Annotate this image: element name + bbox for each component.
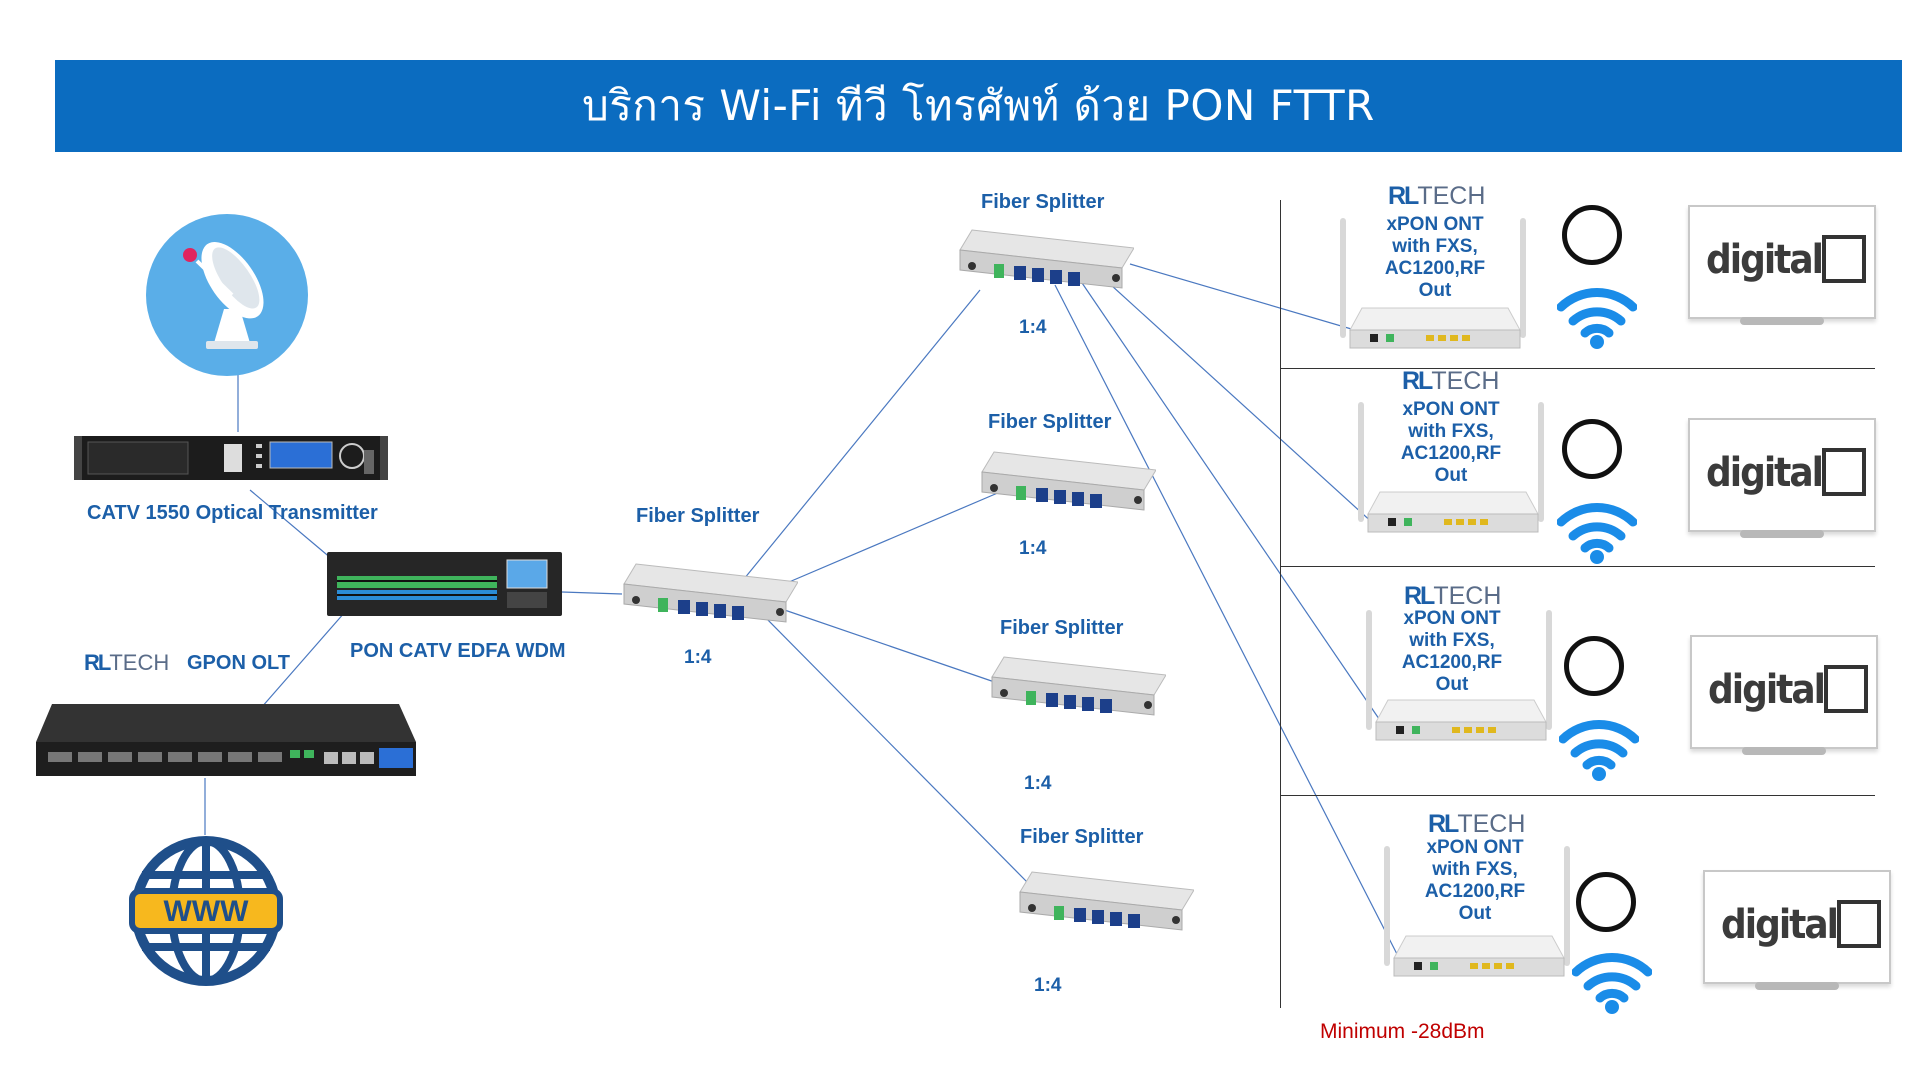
wire-splitter-third xyxy=(769,604,1013,689)
ont-panel-divider xyxy=(1280,200,1281,1008)
catv-transmitter-device xyxy=(74,436,388,480)
splitter-label: Fiber Splitter xyxy=(981,191,1105,213)
ont-router-device xyxy=(1340,218,1526,349)
www-globe-icon: WWW xyxy=(129,836,283,986)
wifi-icon xyxy=(1557,288,1637,349)
ont-brand: RLTECH xyxy=(1428,810,1526,838)
wire-top-ont1 xyxy=(1129,263,1366,334)
wire-top-ont4 xyxy=(1054,284,1401,961)
wire-splitter-second xyxy=(781,491,1001,586)
catv-transmitter-label: CATV 1550 Optical Transmitter xyxy=(87,502,378,524)
ont-brand: RLTECH xyxy=(1402,367,1500,395)
page-title: บริการ Wi-Fi ทีวี โทรศัพท์ ด้วย PON FTTR xyxy=(582,81,1375,130)
check-icon xyxy=(1822,448,1866,496)
edfa-label: PON CATV EDFA WDM xyxy=(350,640,566,662)
phone-icon xyxy=(1564,636,1624,696)
wire-top-ont2 xyxy=(1099,274,1376,526)
wifi-icon xyxy=(1559,720,1639,781)
ont-router-device xyxy=(1366,610,1552,741)
ont-row-divider xyxy=(1280,566,1875,567)
phone-icon xyxy=(1576,872,1636,932)
wire-splitter-top xyxy=(734,289,981,591)
minimum-power-note: Minimum -28dBm xyxy=(1320,1020,1485,1043)
check-icon xyxy=(1822,235,1866,283)
ont-brand: RLTECH xyxy=(1404,582,1502,610)
phone-icon xyxy=(1562,205,1622,265)
digital-tv: digital xyxy=(1688,205,1876,335)
www-text: WWW xyxy=(164,895,250,928)
digital-tv: digital xyxy=(1688,418,1876,548)
gpon-olt-device xyxy=(36,704,416,776)
title-banner: บริการ Wi-Fi ทีวี โทรศัพท์ ด้วย PON FTTR xyxy=(55,60,1902,152)
ont-router-device xyxy=(1384,846,1570,977)
digital-tv: digital xyxy=(1690,635,1878,765)
splitter-label: Fiber Splitter xyxy=(988,411,1112,433)
wire-edfa-splitter xyxy=(561,591,623,595)
splitter-ratio: 1:4 xyxy=(1034,975,1062,996)
tv-brand-text: digital xyxy=(1721,902,1839,948)
tv-brand-text: digital xyxy=(1708,667,1826,713)
fiber-splitter-device xyxy=(623,563,798,623)
splitter-label: Fiber Splitter xyxy=(1000,617,1124,639)
tv-brand-text: digital xyxy=(1706,450,1824,496)
splitter-ratio: 1:4 xyxy=(1019,317,1047,338)
check-icon xyxy=(1837,900,1881,948)
splitter-label: Fiber Splitter xyxy=(636,505,760,527)
phone-icon xyxy=(1562,419,1622,479)
wifi-icon xyxy=(1557,503,1637,564)
tv-brand-text: digital xyxy=(1706,237,1824,283)
fiber-splitter-device xyxy=(981,451,1156,511)
wifi-icon xyxy=(1572,953,1652,1014)
edfa-device xyxy=(327,552,562,616)
olt-brand: RLTECH xyxy=(84,650,170,675)
satellite-dish-icon xyxy=(146,214,308,376)
splitter-ratio: 1:4 xyxy=(1024,773,1052,794)
splitter-ratio: 1:4 xyxy=(684,647,712,668)
ont-row-divider xyxy=(1280,368,1875,369)
olt-label: GPON OLT xyxy=(187,652,290,674)
splitter-label: Fiber Splitter xyxy=(1020,826,1144,848)
splitter-ratio: 1:4 xyxy=(1019,538,1047,559)
digital-tv: digital xyxy=(1703,870,1891,1000)
fiber-splitter-device xyxy=(959,229,1134,289)
wire-top-ont3 xyxy=(1079,279,1391,736)
ont-row-divider xyxy=(1280,795,1875,796)
fiber-splitter-device xyxy=(1019,871,1194,931)
wire-splitter-bottom xyxy=(759,611,1031,886)
fiber-splitter-device xyxy=(991,656,1166,716)
check-icon xyxy=(1824,665,1868,713)
ont-brand: RLTECH xyxy=(1388,182,1486,210)
ont-router-device xyxy=(1358,402,1544,533)
